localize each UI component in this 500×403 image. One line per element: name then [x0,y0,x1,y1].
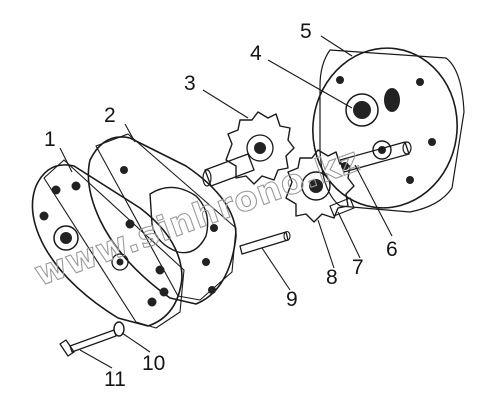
callout-9: 9 [286,288,298,311]
bolt-part-11 [59,329,117,357]
leader-lines [59,35,393,369]
watermark-text: www.sinhrono.kz [29,139,365,294]
callout-5: 5 [300,20,312,43]
driven-gear-part-8 [285,149,355,223]
callout-7: 7 [352,256,364,279]
callout-10: 10 [142,352,165,375]
callout-1: 1 [44,128,56,151]
callout-2: 2 [104,104,116,127]
callout-11: 11 [104,368,126,391]
callout-4: 4 [250,42,262,65]
pin-part-9 [239,230,291,255]
callout-8: 8 [326,266,338,289]
key-part-7 [329,197,355,217]
callout-6: 6 [386,238,398,261]
front-cover-part-1 [31,159,185,329]
shaft-part-6 [339,141,412,173]
callout-3: 3 [184,72,196,95]
drive-gear-part-3 [202,111,295,187]
rear-cover-part-5 [312,47,465,213]
washer-part-10 [113,321,125,337]
